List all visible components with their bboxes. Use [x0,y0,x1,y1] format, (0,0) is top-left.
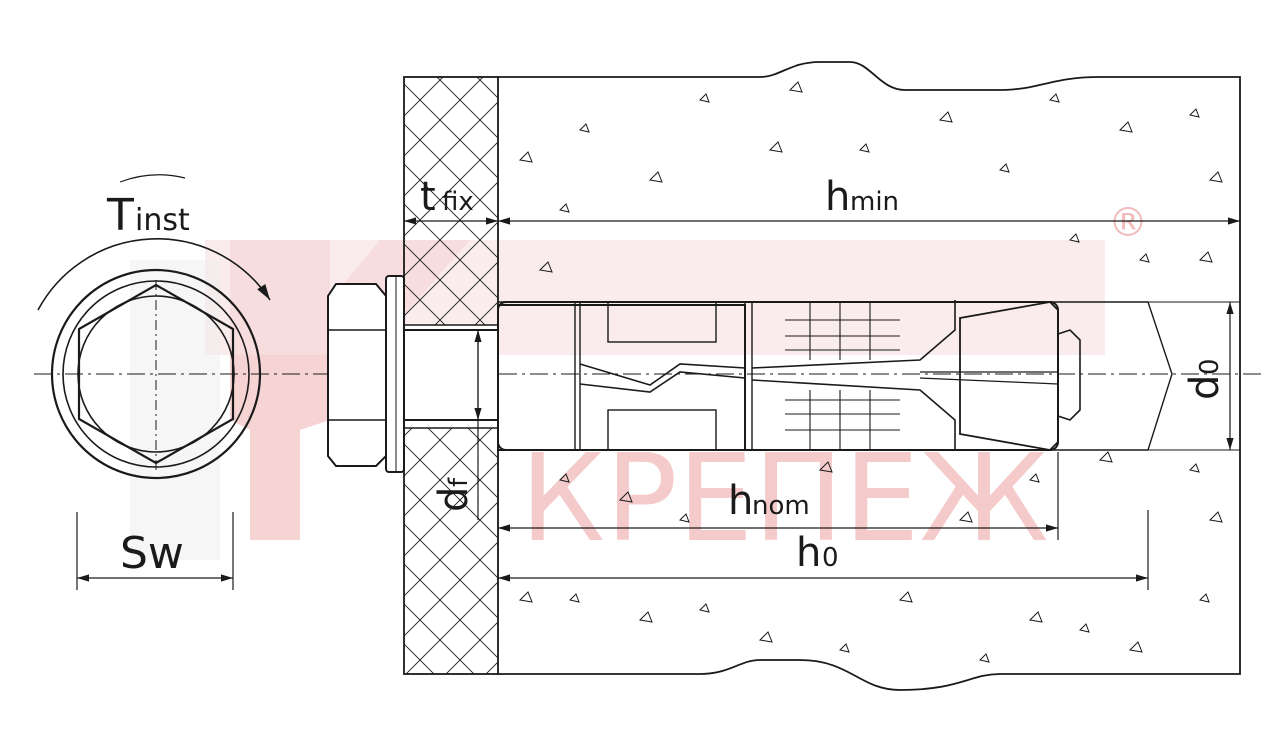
concrete-base [498,61,1241,691]
bolt-tip [1057,329,1081,421]
watermark: КРЕПЕЖ ® [130,200,1148,569]
watermark-logo-text: КРЕПЕЖ [520,430,1049,569]
watermark-registered-mark: ® [1108,200,1148,246]
df-label-sub: f [444,477,474,487]
sw-dimension [76,512,234,590]
drill-hole-tip [1147,301,1173,451]
concrete-aggregate [518,81,1223,663]
torque-arc-icon [37,238,271,311]
bolt-head [327,275,405,473]
d0-label-main: d [1182,375,1228,400]
concrete-outline [498,61,1241,691]
tinst-label-main: T [106,190,134,241]
h0-label-sub: 0 [822,543,839,573]
hex-end-view [34,174,1265,480]
dimension-lines [404,217,1240,590]
fixture-plate [403,76,499,675]
cone-nut [959,301,1059,451]
fixture-hole [404,325,498,428]
d0-label-sub: 0 [1195,358,1225,375]
hmin-label-main: h [825,174,850,220]
hnom-label-sub: nom [752,491,810,521]
sw-label: Sw [120,528,184,579]
washer-side [385,275,405,473]
df-label-main: d [431,487,477,512]
hex-head-side [327,283,387,467]
tfix-label-main: t [420,174,436,220]
torque-arc-top [119,174,186,183]
hmin-label-sub: min [850,187,899,217]
anchor-sleeve [403,300,1081,451]
watermark-gray-block [130,260,220,560]
hnom-label-main: h [728,478,753,524]
h0-label-main: h [796,530,821,576]
tinst-label-sub: inst [135,203,190,238]
tfix-label-sub: fix [442,187,474,217]
